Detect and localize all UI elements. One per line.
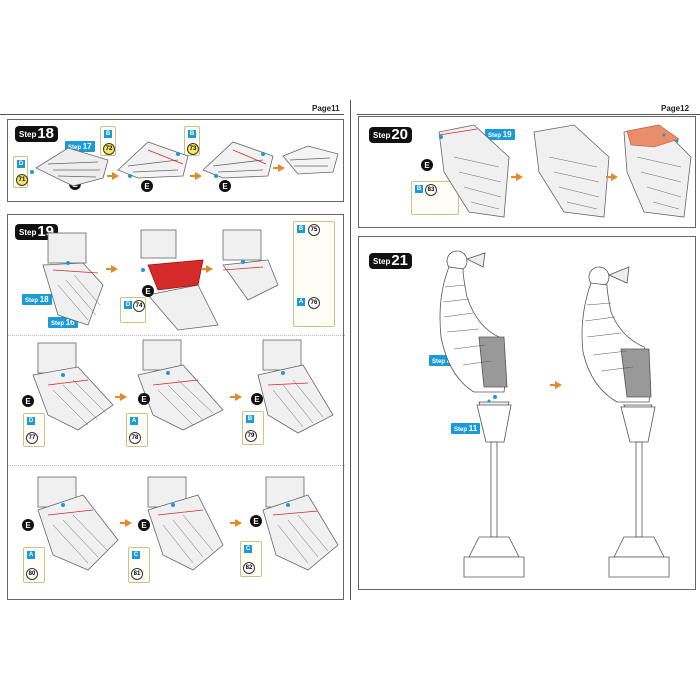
flow-arrow [230, 393, 242, 401]
page-top-rule-left [0, 114, 344, 115]
part-77-card: D 77 [23, 413, 45, 447]
step-19-wing-drawings [32, 229, 339, 571]
row-separator [8, 335, 345, 336]
step-number: 18 [37, 125, 55, 142]
part-81-card: C 81 [128, 547, 150, 583]
page-top-rule-right [357, 114, 700, 115]
e-marker: E [251, 393, 263, 405]
part-71-number: 71 [16, 174, 28, 186]
part-82-number: 82 [243, 562, 255, 574]
part-78-card: A 78 [126, 413, 148, 447]
e-marker: E [138, 393, 150, 405]
part-79-card: B 79 [242, 411, 264, 445]
part-80-card: A 80 [23, 547, 45, 583]
step-word: Step [373, 130, 391, 140]
step-18-wing-drawings [30, 141, 339, 187]
flow-arrow [230, 519, 242, 527]
step-number: 21 [391, 252, 409, 269]
ref-step-18: Step 18 [22, 294, 52, 305]
e-marker: E [138, 519, 150, 531]
flow-arrow [106, 265, 118, 273]
flow-arrow [550, 381, 562, 389]
e-marker: E [141, 180, 153, 192]
page-center-divider [350, 100, 351, 600]
part-71-card: D 71 [13, 156, 28, 188]
step-word: Step [19, 227, 37, 237]
e-marker: E [22, 519, 34, 531]
ref-step-11: Step 11 [451, 423, 481, 434]
flow-arrow [190, 172, 202, 180]
part-74-number: 74 [133, 300, 145, 312]
part-78-number: 78 [129, 432, 141, 444]
flow-arrow [606, 173, 618, 181]
flow-arrow [273, 164, 285, 172]
part-72-number: 72 [103, 143, 115, 155]
flow-arrow [201, 265, 213, 273]
flow-arrow [511, 173, 523, 181]
row-separator [8, 465, 345, 466]
flow-arrow [115, 393, 127, 401]
step-word: Step [373, 256, 391, 266]
step-word: Step [19, 129, 37, 139]
part-72-card: B 72 [100, 126, 116, 156]
part-79-number: 79 [245, 430, 257, 442]
e-marker: E [142, 285, 154, 297]
page-number-right: Page12 [661, 104, 690, 113]
part-81-number: 81 [131, 568, 143, 580]
flow-arrow [107, 172, 119, 180]
step-20-wing-drawings [438, 124, 692, 218]
part-74-card: D 74 [120, 297, 146, 323]
part-73-number: 73 [187, 143, 199, 155]
part-83-card: B 83 [411, 181, 459, 215]
e-marker: E [22, 395, 34, 407]
e-marker: E [250, 515, 262, 527]
page-number-left: Page11 [312, 104, 340, 113]
flow-arrow [120, 519, 132, 527]
step-21-peacock-drawings [439, 250, 670, 578]
part-80-number: 80 [26, 568, 38, 580]
step-number: 20 [391, 126, 409, 143]
part-82-card: C 82 [240, 541, 262, 577]
part-83-number: 83 [425, 184, 437, 196]
e-marker: E [219, 180, 231, 192]
part-77-number: 77 [26, 432, 38, 444]
ref-step-16: Step 16 [48, 317, 78, 328]
part-73-card: B 73 [184, 126, 200, 156]
parts-75-76-card: B 75 A 76 [293, 221, 335, 327]
e-marker: E [421, 159, 433, 171]
ref-step-19: Step 19 [485, 129, 515, 140]
part-75-number: 75 [308, 224, 320, 236]
part-76-number: 76 [308, 297, 320, 309]
ref-step-17: Step 17 [65, 141, 95, 152]
